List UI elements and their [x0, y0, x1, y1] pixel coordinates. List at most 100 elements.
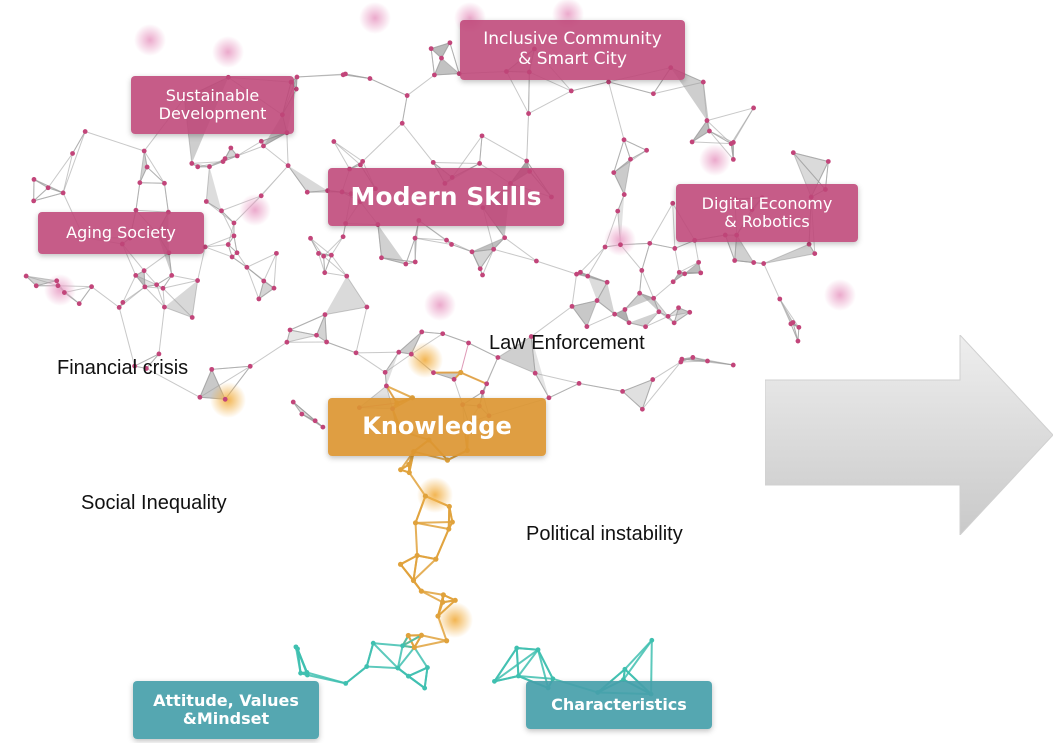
network-edge	[674, 248, 680, 273]
network-edge	[407, 666, 428, 678]
network-edge	[286, 132, 289, 166]
network-node	[304, 672, 310, 678]
network-node	[258, 193, 264, 199]
network-edge	[451, 243, 473, 253]
network-node	[294, 74, 300, 80]
network-node	[247, 363, 253, 369]
network-edge	[779, 298, 792, 325]
network-node	[144, 164, 150, 170]
network-edge	[613, 139, 625, 173]
network-node	[730, 362, 736, 368]
network-edge	[622, 379, 653, 392]
network-node	[162, 304, 167, 310]
network-node	[143, 366, 149, 371]
network-node	[322, 312, 328, 318]
network-edge	[793, 152, 829, 162]
network-node	[585, 273, 591, 279]
network-node	[406, 461, 412, 468]
network-edge	[702, 82, 710, 132]
network-node	[606, 79, 611, 85]
network-node	[261, 143, 266, 149]
network-node	[358, 162, 363, 168]
network-node	[405, 632, 411, 639]
network-edge	[323, 255, 348, 277]
network-edge	[415, 521, 453, 524]
network-edge	[233, 235, 238, 253]
network-node	[672, 246, 678, 251]
canopy-facet	[377, 224, 406, 265]
network-edge	[333, 141, 363, 162]
network-edge	[423, 667, 429, 689]
network-edge	[260, 165, 289, 197]
network-node	[244, 264, 250, 270]
network-edge	[156, 274, 172, 286]
canopy-facet	[763, 244, 815, 264]
network-edge	[72, 131, 86, 154]
network-edge	[405, 237, 416, 265]
network-node	[364, 304, 370, 310]
network-node	[477, 266, 483, 272]
network-edge	[596, 300, 615, 315]
network-node	[574, 271, 579, 277]
network-edge	[204, 246, 233, 258]
network-edge	[399, 563, 415, 582]
network-edge	[653, 81, 704, 95]
glow-points	[44, 0, 856, 638]
network-edge	[613, 172, 625, 195]
canopy-facet	[793, 152, 829, 198]
network-edge	[369, 78, 408, 97]
network-node	[321, 253, 327, 259]
canopy-facet	[613, 159, 631, 195]
glow-point	[424, 289, 456, 321]
network-node	[403, 261, 409, 267]
network-edge	[197, 246, 206, 281]
network-node	[484, 381, 490, 387]
network-edge	[118, 307, 136, 367]
network-node	[261, 278, 267, 284]
network-node	[611, 170, 617, 176]
network-edge	[326, 341, 357, 354]
network-edge	[373, 642, 403, 647]
network-node	[55, 283, 61, 289]
network-node	[364, 664, 370, 669]
network-edge	[324, 254, 332, 273]
network-edge	[493, 248, 537, 262]
canopy-facet	[472, 249, 494, 269]
network-node	[650, 377, 656, 382]
network-node	[679, 356, 685, 362]
network-node	[382, 369, 388, 375]
network-edge	[294, 646, 302, 674]
network-node	[447, 40, 453, 46]
network-edge	[645, 311, 660, 328]
network-edge	[135, 182, 141, 211]
network-node	[411, 644, 417, 651]
network-edge	[694, 240, 700, 263]
canopy-facet	[597, 282, 615, 315]
network-edge	[479, 135, 483, 164]
network-node	[812, 251, 818, 257]
network-edge	[343, 74, 371, 80]
network-edge	[630, 149, 647, 160]
glow-point	[699, 144, 731, 176]
network-edge	[518, 675, 553, 680]
network-edge	[191, 161, 224, 164]
network-node	[751, 260, 757, 265]
network-node	[422, 685, 428, 691]
network-edge	[263, 132, 288, 147]
network-edge	[292, 401, 303, 415]
network-node	[370, 640, 376, 646]
network-node	[222, 396, 228, 402]
label-inclusive-community: Inclusive Community & Smart City	[460, 20, 685, 80]
network-node	[412, 235, 418, 241]
network-node	[207, 164, 212, 170]
network-edge	[246, 266, 265, 282]
network-node	[412, 259, 418, 265]
network-node	[137, 180, 143, 186]
network-node	[534, 258, 539, 264]
network-edge	[206, 201, 222, 212]
network-node	[704, 118, 710, 123]
network-edge	[135, 209, 169, 213]
network-node	[404, 93, 410, 98]
network-edge	[139, 166, 148, 183]
network-edge	[85, 131, 145, 152]
